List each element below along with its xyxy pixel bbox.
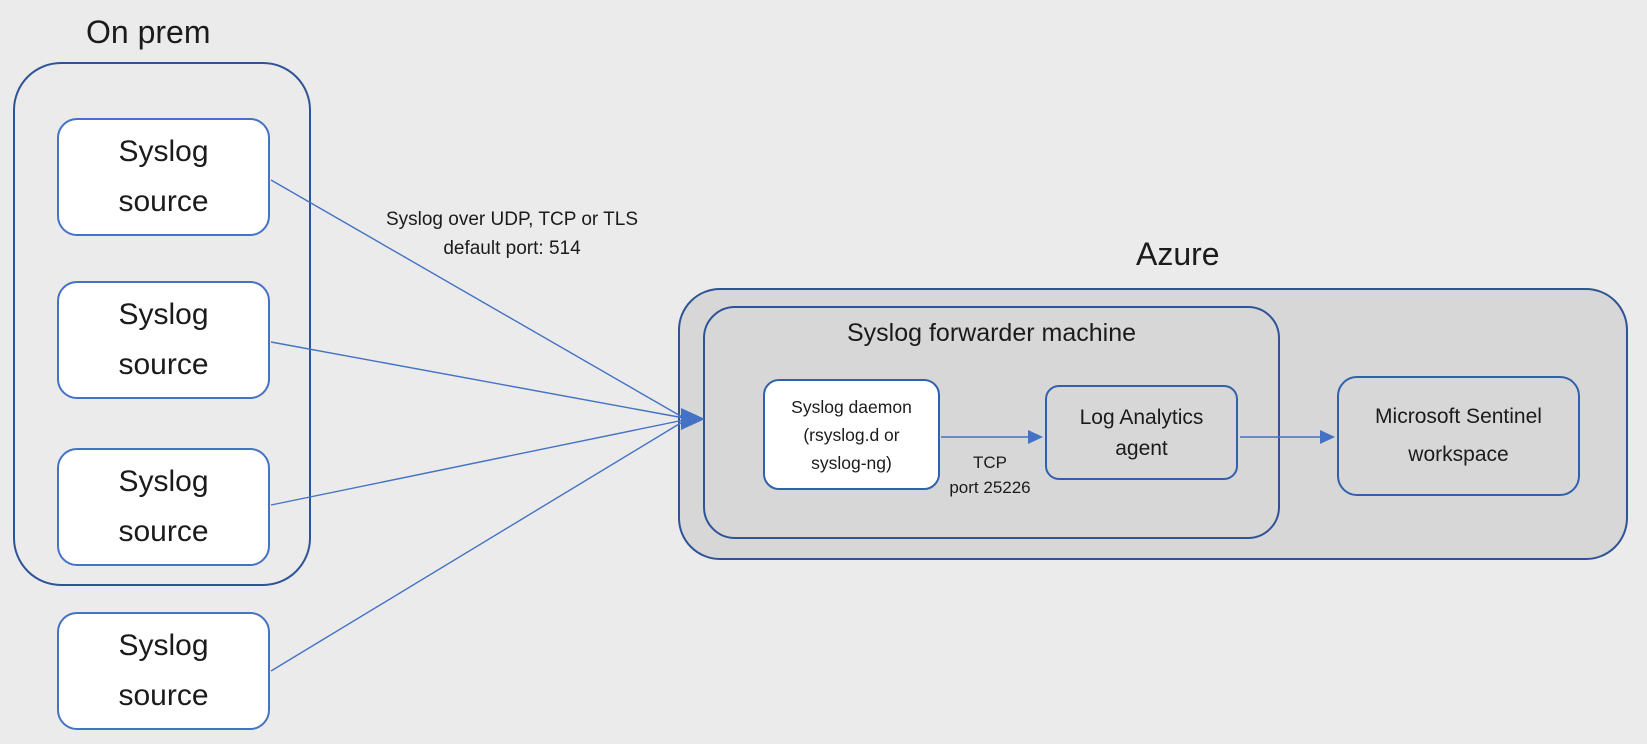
azure-label: Azure <box>1136 236 1220 272</box>
log-analytics-agent-label: Log Analytics agent <box>1079 405 1204 460</box>
syslog-protocol-label: Syslog over UDP, TCP or TLS default port… <box>385 209 639 259</box>
microsoft-sentinel-workspace-label: Microsoft Sentinel workspace <box>1375 405 1542 466</box>
arrow-source4-to-forwarder <box>270 420 685 672</box>
syslog-source-box-2: Syslog source <box>57 281 270 399</box>
syslog-source-label: Syslog source <box>118 135 209 218</box>
syslog-source-label: Syslog source <box>118 465 209 548</box>
on-prem-label: On prem <box>86 14 211 50</box>
forwarder-machine-label: Syslog forwarder machine <box>846 319 1136 347</box>
syslog-source-label: Syslog source <box>118 298 209 381</box>
log-analytics-agent-box: Log Analytics agent <box>1045 385 1238 480</box>
syslog-source-box-4: Syslog source <box>57 612 270 730</box>
tcp-port-label: TCP port 25226 <box>949 453 1031 497</box>
syslog-source-box-3: Syslog source <box>57 448 270 566</box>
arrow-source3-to-forwarder <box>270 419 685 506</box>
syslog-source-box-1: Syslog source <box>57 118 270 236</box>
syslog-daemon-label: Syslog daemon (rsyslog.d or syslog-ng) <box>791 396 912 473</box>
syslog-daemon-box: Syslog daemon (rsyslog.d or syslog-ng) <box>763 379 940 490</box>
microsoft-sentinel-workspace-box: Microsoft Sentinel workspace <box>1337 376 1580 496</box>
syslog-source-label: Syslog source <box>118 629 209 712</box>
arrow-source2-to-forwarder <box>270 341 685 419</box>
